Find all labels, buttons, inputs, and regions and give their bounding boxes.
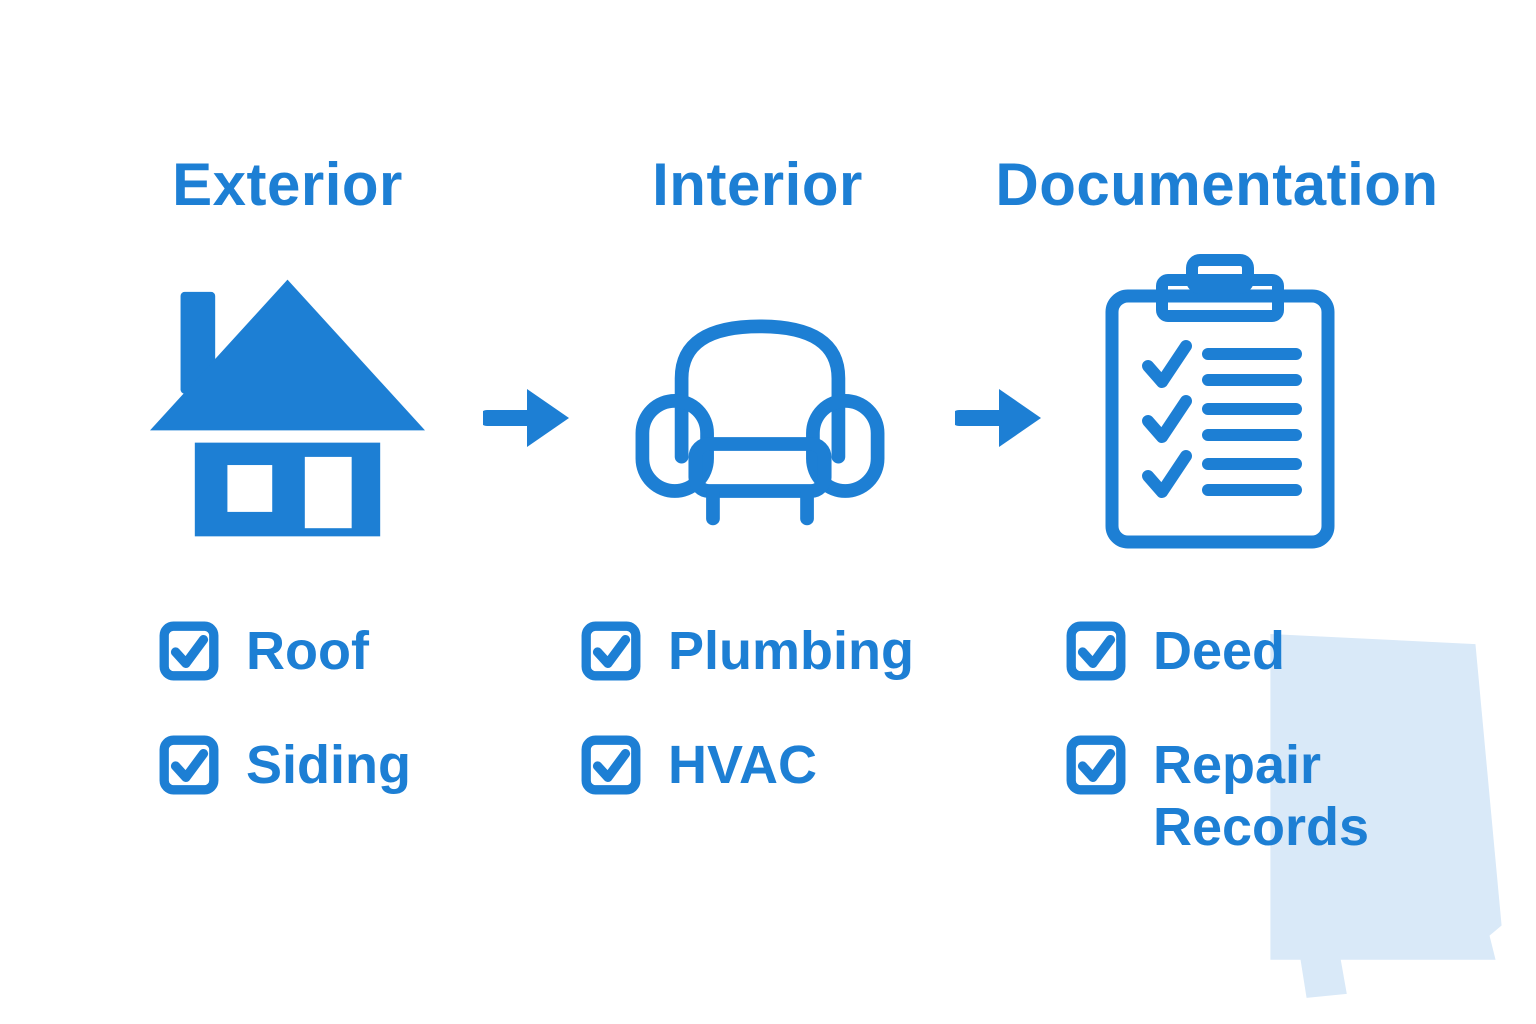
check-label: Deed xyxy=(1153,621,1286,681)
checkbox-checked-icon xyxy=(580,620,642,682)
house-icon xyxy=(150,275,425,540)
check-item-hvac: HVAC xyxy=(580,734,914,796)
checkbox-checked-icon xyxy=(1065,734,1127,796)
checkbox-checked-icon xyxy=(158,620,220,682)
clipboard-checklist-icon xyxy=(1100,250,1340,558)
check-label: Siding xyxy=(246,735,411,796)
checkbox-checked-icon xyxy=(1065,620,1127,682)
check-label: Plumbing xyxy=(668,621,914,681)
column-title-documentation: Documentation xyxy=(995,151,1439,218)
check-item-siding: Siding xyxy=(158,734,411,796)
check-item-plumbing: Plumbing xyxy=(580,620,914,682)
check-label: Roof xyxy=(246,621,369,681)
check-label: Repair Records xyxy=(1153,735,1370,858)
checklist-exterior: Roof Siding xyxy=(158,620,411,848)
check-item-repair-records: Repair Records xyxy=(1065,734,1483,858)
alabama-state-icon xyxy=(1270,634,1502,998)
armchair-icon xyxy=(628,295,892,540)
checkbox-checked-icon xyxy=(580,734,642,796)
column-title-exterior: Exterior xyxy=(172,151,403,218)
check-label: HVAC xyxy=(668,735,818,796)
right-arrow-icon xyxy=(483,385,573,451)
right-arrow-icon xyxy=(955,385,1045,451)
check-item-deed: Deed xyxy=(1065,620,1483,682)
checkbox-checked-icon xyxy=(158,734,220,796)
checklist-interior: Plumbing HVAC xyxy=(580,620,914,848)
check-item-roof: Roof xyxy=(158,620,411,682)
column-title-interior: Interior xyxy=(652,151,863,218)
alabama-watermark xyxy=(1242,628,1534,1010)
checklist-documentation: Deed Repair Records xyxy=(1065,620,1483,910)
